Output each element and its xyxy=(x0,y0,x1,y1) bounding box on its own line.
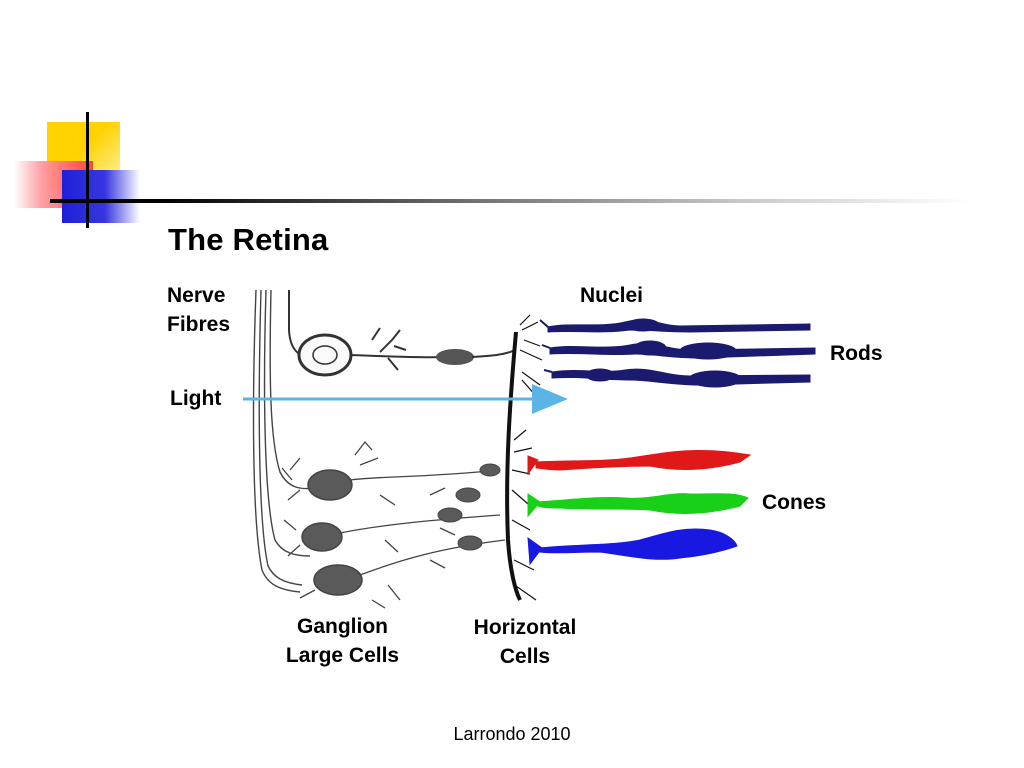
slide-footer: Larrondo 2010 xyxy=(453,724,571,744)
cone-green xyxy=(527,493,749,518)
cone-red xyxy=(527,449,752,476)
label-nerve-fibres-line1: Nerve xyxy=(167,284,226,307)
label-nerve-fibres-line2: Fibres xyxy=(167,313,231,336)
label-horizontal-line1: Horizontal xyxy=(473,616,577,639)
label-light: Light xyxy=(170,387,222,410)
bipolar-cells xyxy=(437,463,501,551)
label-nuclei: Nuclei xyxy=(580,284,644,307)
rods xyxy=(539,318,816,388)
label-cones: Cones xyxy=(762,491,827,514)
label-ganglion-line1: Ganglion xyxy=(297,615,388,638)
label-ganglion-line2: Large Cells xyxy=(285,644,400,667)
ganglion-dendrites xyxy=(281,440,506,609)
decor-vertical-line xyxy=(86,112,89,228)
label-horizontal-cells: Horizontal Cells xyxy=(455,613,595,671)
label-ganglion-cells: Ganglion Large Cells xyxy=(270,612,415,670)
cone-blue xyxy=(527,528,738,566)
slide-title: The Retina xyxy=(168,222,329,257)
decor-blue-square xyxy=(62,170,140,223)
label-horizontal-line2: Cells xyxy=(499,645,551,668)
label-rods: Rods xyxy=(830,342,883,365)
label-nerve-fibres: Nerve Fibres xyxy=(167,281,230,339)
title-rule xyxy=(50,199,970,203)
top-neuron xyxy=(288,290,516,377)
horizontal-cell-fibre xyxy=(505,314,543,601)
ganglion-cells xyxy=(301,469,363,596)
